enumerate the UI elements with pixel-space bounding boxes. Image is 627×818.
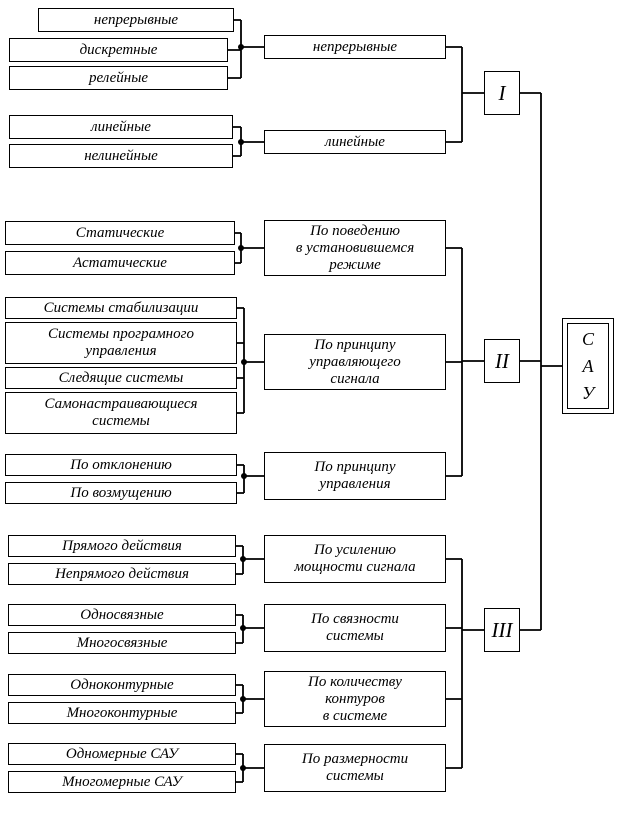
category-label-line: в установившемся <box>295 239 415 256</box>
category-label-line: По поведению <box>310 222 400 239</box>
leaf-box: По возмущению <box>5 482 237 504</box>
leaf-label: Многосвязные <box>76 634 168 651</box>
category-label-line: По размерности <box>301 751 409 767</box>
leaf-label: Многоконтурные <box>66 704 178 721</box>
leaf-box: Непрямого действия <box>8 563 236 585</box>
leaf-box: Многоконтурные <box>8 702 236 724</box>
leaf-box: дискретные <box>9 38 228 62</box>
leaf-label: Односвязные <box>80 606 164 623</box>
leaf-label: дискретные <box>79 41 158 58</box>
category-label-line: контуров <box>325 690 385 707</box>
category-label-line: По принципу <box>314 336 396 353</box>
leaf-box: Системы програмного управления <box>5 322 237 364</box>
leaf-label: нелинейные <box>84 147 158 164</box>
leaf-box: Многомерные САУ <box>8 771 236 793</box>
leaf-box: непрерывные <box>38 8 234 32</box>
leaf-label: Системы програмного <box>48 326 194 342</box>
category-box: По размерности системы <box>264 744 446 792</box>
category-label-line: системы <box>326 628 384 644</box>
leaf-box: Одноконтурные <box>8 674 236 696</box>
leaf-label: Астатические <box>73 254 167 271</box>
leaf-label: По отклонению <box>70 456 172 473</box>
category-label-line: линейные <box>325 133 385 150</box>
leaf-label: Системы стабилизации <box>43 299 199 316</box>
leaf-label: По возмущению <box>70 484 172 501</box>
leaf-label: Одномерные САУ <box>65 745 179 762</box>
leaf-label: Прямого действия <box>62 537 182 554</box>
category-box: По поведению в установившемся режиме <box>264 220 446 276</box>
root-box: С А У <box>562 318 614 414</box>
root-box-inner: С А У <box>567 323 609 409</box>
category-label-line: непрерывные <box>312 38 398 55</box>
category-box: По принципу управляющего сигнала <box>264 334 446 390</box>
leaf-box: Прямого действия <box>8 535 236 557</box>
leaf-label: системы <box>92 413 150 429</box>
group-numeral-box: II <box>484 339 520 383</box>
category-label-line: системы <box>326 768 384 784</box>
leaf-label: управления <box>85 343 157 359</box>
leaf-box: По отклонению <box>5 454 237 476</box>
leaf-box: Статические <box>5 221 235 245</box>
leaf-box: релейные <box>9 66 228 90</box>
group-numeral-box: III <box>484 608 520 652</box>
leaf-box: Астатические <box>5 251 235 275</box>
category-box: По принципу управления <box>264 452 446 500</box>
leaf-label: Следящие системы <box>58 369 184 386</box>
leaf-box: Односвязные <box>8 604 236 626</box>
category-box: По количеству контуров в системе <box>264 671 446 727</box>
leaf-box: Самонастраивающиеся системы <box>5 392 237 434</box>
category-label-line: По связности <box>311 611 399 627</box>
category-label-line: По количеству <box>308 673 402 690</box>
junction-dots <box>238 44 247 771</box>
group-numeral-box: I <box>484 71 520 115</box>
root-letter: У <box>581 382 595 403</box>
leaf-label: Самонастраивающиеся <box>44 396 198 412</box>
leaf-label: Непрямого действия <box>55 565 189 582</box>
category-label-line: По усилению <box>314 542 396 558</box>
category-box: По связности системы <box>264 604 446 652</box>
category-box: линейные <box>264 130 446 154</box>
leaf-label: непрерывные <box>93 11 179 28</box>
root-letter: С <box>581 328 594 349</box>
category-label-line: режиме <box>329 256 381 273</box>
leaf-box: Многосвязные <box>8 632 236 654</box>
leaf-label: Многомерные САУ <box>62 773 182 790</box>
category-label-line: управляющего <box>309 353 401 370</box>
leaf-box: линейные <box>9 115 233 139</box>
leaf-box: Одномерные САУ <box>8 743 236 765</box>
root-letter: А <box>582 355 594 376</box>
category-label-line: мощности сигнала <box>294 559 416 575</box>
leaf-label: Статические <box>75 224 165 241</box>
category-label-line: По принципу <box>314 459 396 475</box>
category-label-line: управления <box>319 476 391 492</box>
leaf-label: линейные <box>91 118 151 135</box>
leaf-box: Следящие системы <box>5 367 237 389</box>
leaf-label: релейные <box>88 69 149 86</box>
leaf-label: Одноконтурные <box>70 676 174 693</box>
category-box: По усилению мощности сигнала <box>264 535 446 583</box>
leaf-box: Системы стабилизации <box>5 297 237 319</box>
leaf-box: нелинейные <box>9 144 233 168</box>
category-box: непрерывные <box>264 35 446 59</box>
category-label-line: сигнала <box>330 370 380 387</box>
category-label-line: в системе <box>322 707 388 724</box>
